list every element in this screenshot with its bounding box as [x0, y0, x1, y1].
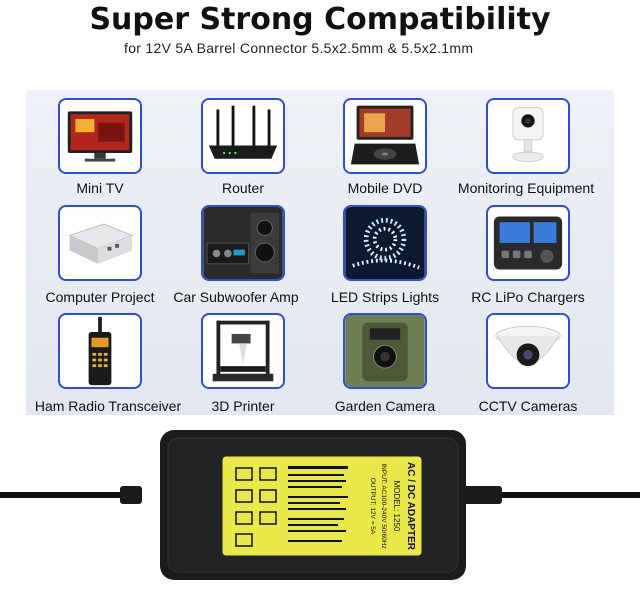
label-ham-radio: Ham Radio Transceiver [34, 398, 182, 414]
dvd-icon [343, 98, 427, 174]
mini-pc-icon [58, 205, 142, 281]
printer-3d-icon [201, 313, 285, 389]
page-subtitle: for 12V 5A Barrel Connector 5.5x2.5mm & … [124, 40, 474, 56]
camera-icon [486, 98, 570, 174]
router-icon [201, 98, 285, 174]
label-router: Router [221, 180, 265, 196]
adapter-model: MODEL: 1250 [392, 481, 401, 532]
page-title: Super Strong Compatibility [89, 2, 551, 37]
power-adapter-image: AC / DC ADAPTER MODEL: 1250 INPUT: AC100… [0, 420, 640, 592]
label-car-subwoofer: Car Subwoofer Amp [173, 289, 299, 305]
label-computer-project: Computer Project [45, 289, 155, 305]
led-strip-icon [343, 205, 427, 281]
radio-icon [58, 313, 142, 389]
charger-icon [486, 205, 570, 281]
label-cctv: CCTV Cameras [478, 398, 578, 414]
tv-icon [58, 98, 142, 174]
label-mini-tv: Mini TV [76, 180, 124, 196]
label-led-strips: LED Strips Lights [330, 289, 440, 305]
amplifier-icon [201, 205, 285, 281]
label-mobile-dvd: Mobile DVD [347, 180, 423, 196]
adapter-output: OUTPUT: 12V = 5A [369, 478, 376, 535]
adapter-heading: AC / DC ADAPTER [405, 462, 416, 551]
label-3d-printer: 3D Printer [211, 398, 275, 414]
label-monitoring: Monitoring Equipment [457, 180, 595, 196]
label-garden-camera: Garden Camera [334, 398, 436, 414]
label-rc-lipo: RC LiPo Chargers [471, 289, 585, 305]
adapter-input: INPUT: AC100-240V 50/60Hz [380, 463, 387, 548]
trail-camera-icon [343, 313, 427, 389]
cctv-icon [486, 313, 570, 389]
